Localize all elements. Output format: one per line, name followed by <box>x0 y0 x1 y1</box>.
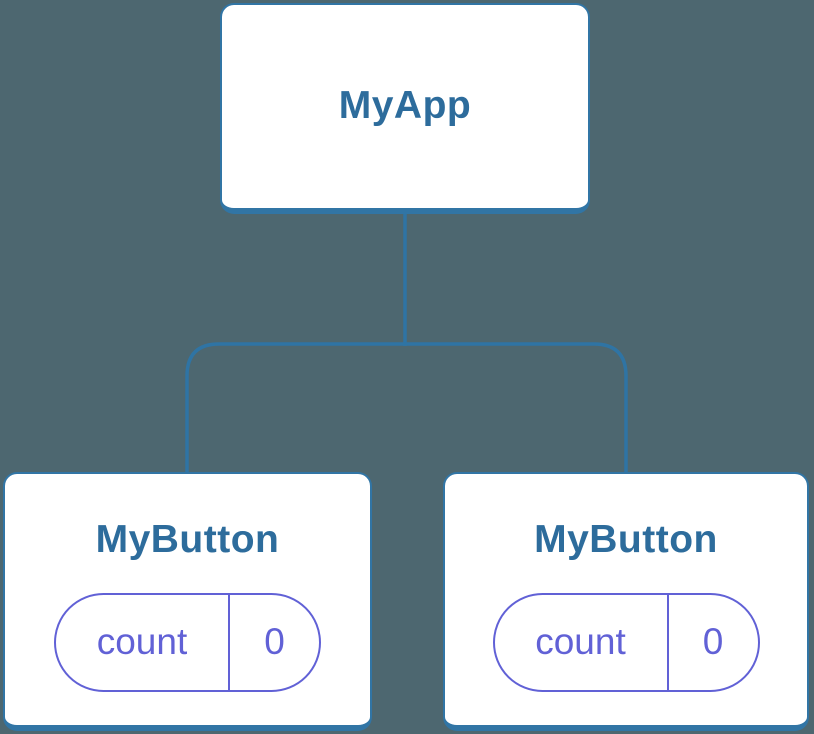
node-mybutton-right: MyButton count 0 <box>443 472 809 731</box>
node-mybutton-left-label: MyButton <box>95 518 280 561</box>
node-mybutton-right-label: MyButton <box>534 518 718 561</box>
connector-bracket <box>185 342 628 474</box>
state-value: 0 <box>702 621 724 663</box>
state-key: count <box>495 594 669 690</box>
state-pill: count 0 <box>492 592 760 692</box>
node-myapp-label: MyApp <box>338 84 472 128</box>
state-key: count <box>56 594 230 690</box>
node-mybutton-left: MyButton count 0 <box>3 472 372 731</box>
node-myapp: MyApp <box>220 3 590 214</box>
state-value: 0 <box>264 621 285 663</box>
state-pill: count 0 <box>54 592 321 692</box>
